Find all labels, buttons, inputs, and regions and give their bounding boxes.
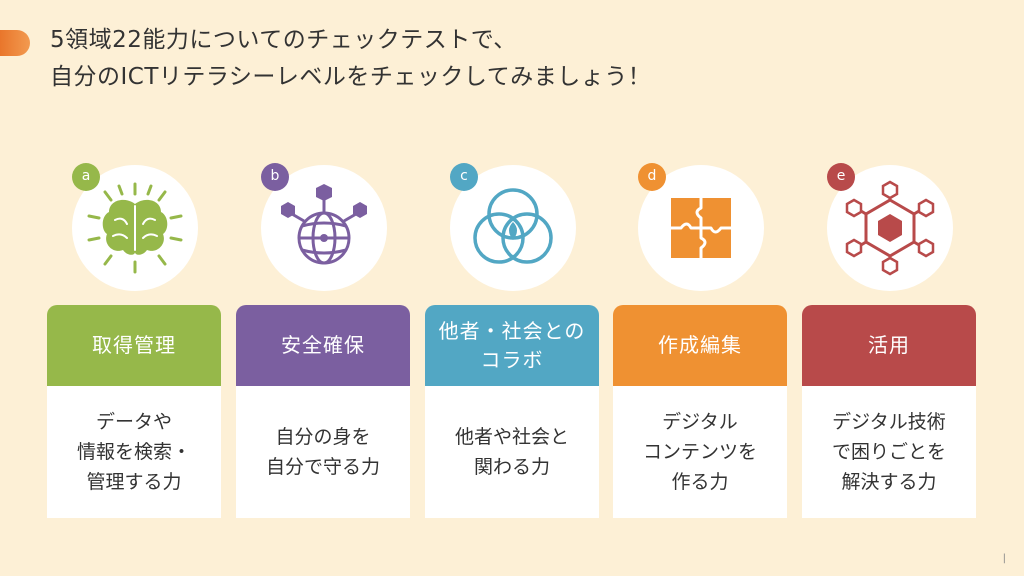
badge-b: b <box>261 163 289 191</box>
icon-circle <box>261 165 387 291</box>
title-line-2: 自分のICTリテラシーレベルをチェックしてみましょう！ <box>50 64 652 90</box>
badge-c: c <box>450 163 478 191</box>
badge-a: a <box>72 163 100 191</box>
page-number: | <box>1002 553 1006 564</box>
category-description: デジタル コンテンツを 作る力 <box>613 386 787 518</box>
badge-d: d <box>638 163 666 191</box>
category-header: 安全確保 <box>236 305 410 386</box>
hexagon-network-icon <box>845 180 935 276</box>
category-description: 他者や社会と 関わる力 <box>425 386 599 518</box>
title-line-1: 5領域22能力についてのチェックテストで、 <box>50 27 517 53</box>
category-description: デジタル技術 で困りごとを 解決する力 <box>802 386 976 518</box>
card-b: b 安全確保 自分の身を 自分で守る力 <box>236 0 410 576</box>
puzzle-icon <box>671 198 731 258</box>
category-header: 取得管理 <box>47 305 221 386</box>
card-e: e 活用 デジタル技術 で困りごとを 解決する力 <box>802 0 976 576</box>
badge-e: e <box>827 163 855 191</box>
category-header: 他者・社会との コラボ <box>425 305 599 386</box>
page-title: 5領域22能力についてのチェックテストで、 自分のICTリテラシーレベルをチェッ… <box>50 22 651 96</box>
category-description: 自分の身を 自分で守る力 <box>236 386 410 518</box>
venn-circles-icon <box>473 188 553 264</box>
globe-network-icon <box>281 184 367 265</box>
card-d: d 作成編集 デジタル コンテンツを 作る力 <box>613 0 787 576</box>
category-header: 作成編集 <box>613 305 787 386</box>
brain-icon <box>87 182 183 274</box>
category-header: 活用 <box>802 305 976 386</box>
card-c: c 他者・社会との コラボ 他者や社会と 関わる力 <box>425 0 599 576</box>
card-a: a 取得管理 データや 情報を検索・ 管理する力 <box>47 0 221 576</box>
title-accent-bar <box>0 30 30 56</box>
category-description: データや 情報を検索・ 管理する力 <box>47 386 221 518</box>
